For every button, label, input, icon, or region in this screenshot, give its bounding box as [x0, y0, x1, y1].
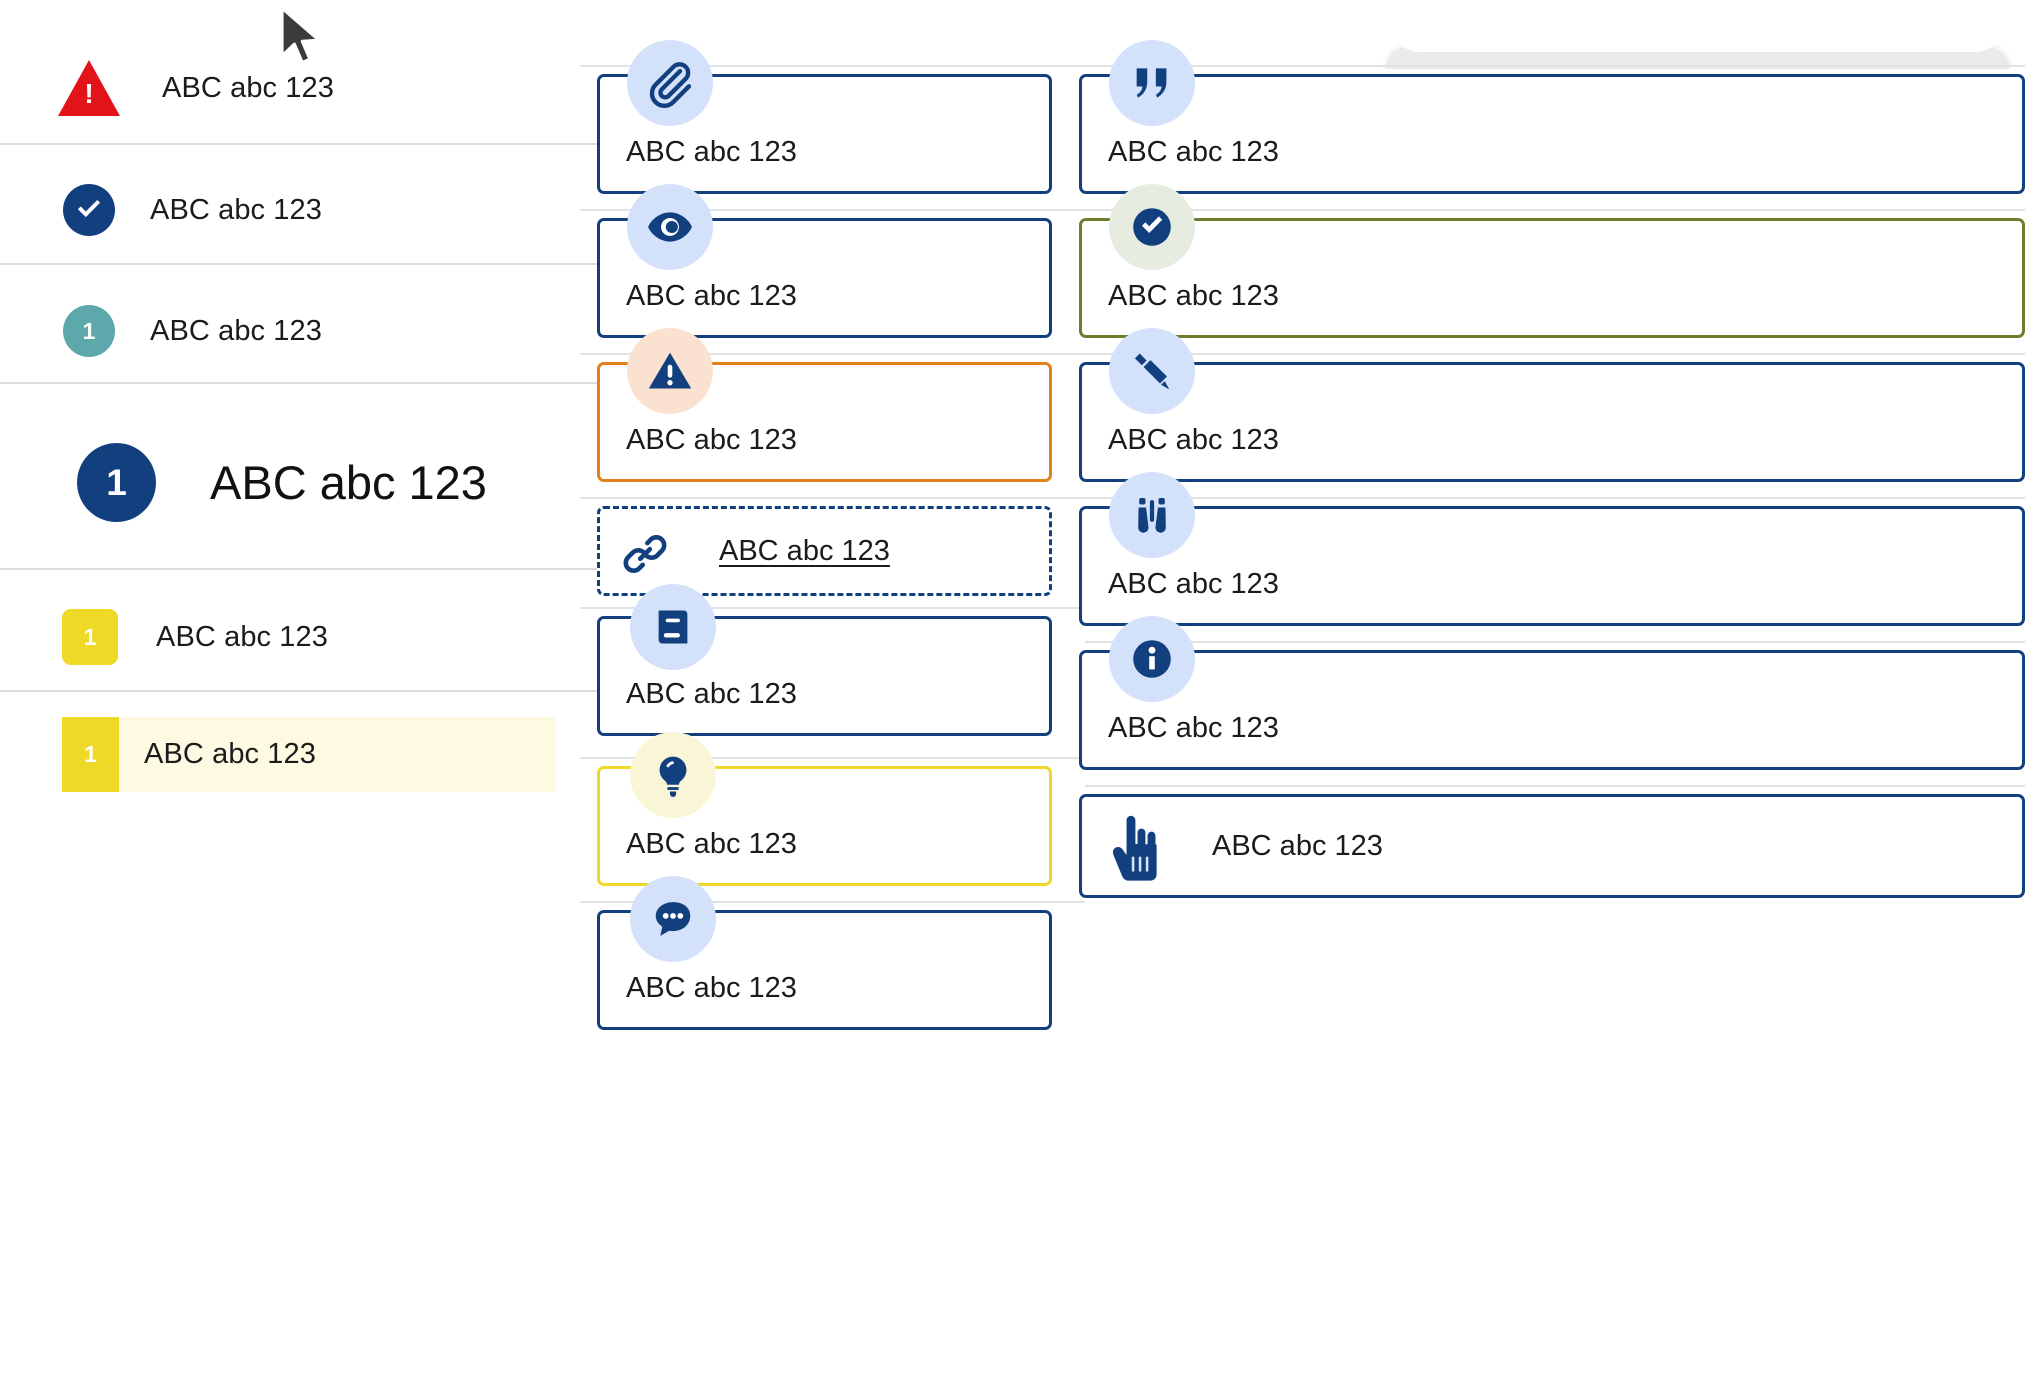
list-item[interactable]: 1 ABC abc 123: [0, 586, 760, 688]
card-edit[interactable]: ABC abc 123: [1079, 362, 2025, 482]
left-list-panel: ! ABC abc 123 ABC abc 123 1 ABC abc 123 …: [0, 0, 760, 1392]
card-label: ABC abc 123: [1212, 829, 1383, 862]
list-item-label: ABC abc 123: [150, 193, 322, 226]
card-label: ABC abc 123: [1108, 568, 1279, 600]
card-label: ABC abc 123: [1108, 136, 1279, 168]
comment-bubble-icon: [630, 876, 716, 962]
list-item-label: ABC abc 123: [162, 71, 334, 104]
link-chain-icon: [622, 531, 668, 577]
pencil-icon: [1109, 328, 1195, 414]
list-item-label: ABC abc 123: [144, 738, 316, 770]
grid-divider: [580, 901, 1085, 903]
grid-divider: [1085, 353, 2025, 355]
card-label: ABC abc 123: [1108, 424, 1279, 456]
grid-divider: [580, 757, 1085, 759]
warning-triangle-icon: !: [58, 60, 120, 116]
grid-divider: [1085, 785, 2025, 787]
card-label: ABC abc 123: [1108, 712, 1279, 744]
card-link[interactable]: ABC abc 123: [597, 506, 1052, 596]
badge-number: 1: [83, 623, 97, 650]
list-item-label: ABC abc 123: [156, 620, 328, 653]
list-item[interactable]: ! ABC abc 123: [0, 38, 760, 138]
background-panel: [1385, 47, 2010, 69]
card-success[interactable]: ABC abc 123: [1079, 218, 2025, 338]
card-label: ABC abc 123: [626, 280, 797, 312]
grid-divider: [1085, 209, 2025, 211]
paperclip-icon: [627, 40, 713, 126]
cards-grid: ABC abc 123 ABC abc 123 ABC abc 123: [580, 0, 2026, 1392]
card-label: ABC abc 123: [626, 136, 797, 168]
number-badge-icon: 1: [62, 609, 118, 665]
grid-divider: [580, 65, 1085, 67]
list-divider: [0, 263, 760, 265]
grid-divider: [1085, 65, 2025, 67]
list-divider: [0, 690, 760, 692]
background-panel-notch: [1393, 0, 2002, 52]
grid-divider: [580, 497, 1085, 499]
check-circle-icon: [63, 184, 115, 236]
quote-marks-icon: [1109, 40, 1195, 126]
list-divider: [0, 382, 760, 384]
card-label: ABC abc 123: [1108, 280, 1279, 312]
card-quote[interactable]: ABC abc 123: [1079, 74, 2025, 194]
binoculars-icon: [1109, 472, 1195, 558]
pointing-hand-icon: [1106, 813, 1162, 883]
grid-divider: [580, 353, 1085, 355]
grid-divider: [580, 607, 1085, 609]
list-item[interactable]: 1 ABC abc 123: [0, 281, 760, 381]
card-observe[interactable]: ABC abc 123: [1079, 506, 2025, 626]
list-item[interactable]: 1 ABC abc 123: [0, 400, 760, 565]
list-item-selected[interactable]: 1 ABC abc 123: [62, 717, 556, 792]
badge-number: 1: [106, 461, 127, 503]
card-label: ABC abc 123: [626, 972, 797, 1004]
card-info[interactable]: ABC abc 123: [1079, 650, 2025, 770]
list-divider: [0, 568, 760, 570]
list-item-label: ABC abc 123: [210, 456, 487, 509]
badge-number: 1: [82, 317, 96, 344]
lightbulb-icon: [630, 732, 716, 818]
badge-number: 1: [84, 741, 97, 767]
card-label: ABC abc 123: [626, 678, 797, 710]
grid-divider: [1085, 497, 2025, 499]
number-badge-icon: 1: [77, 443, 156, 522]
info-circle-icon: [1109, 616, 1195, 702]
card-label: ABC abc 123: [626, 424, 797, 456]
number-badge-icon: 1: [62, 717, 119, 792]
card-link-label[interactable]: ABC abc 123: [719, 534, 890, 567]
list-item-label: ABC abc 123: [150, 314, 322, 347]
list-divider: [0, 143, 760, 145]
number-badge-icon: 1: [63, 305, 115, 357]
eye-icon: [627, 184, 713, 270]
card-action[interactable]: ABC abc 123: [1079, 794, 2025, 898]
list-item[interactable]: ABC abc 123: [0, 160, 760, 260]
book-icon: [630, 584, 716, 670]
warning-triangle-icon: [627, 328, 713, 414]
grid-divider: [1085, 641, 2025, 643]
check-circle-icon: [1109, 184, 1195, 270]
grid-divider: [580, 209, 1085, 211]
card-label: ABC abc 123: [626, 828, 797, 860]
